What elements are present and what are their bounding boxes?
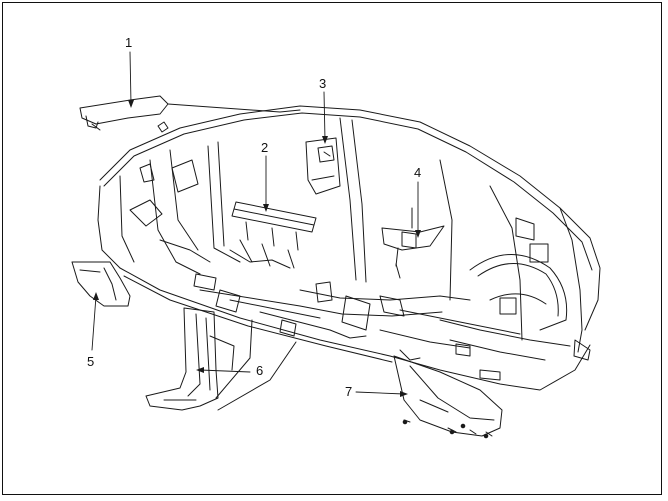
part-1-cowl-trim <box>79 95 301 133</box>
part-4-pillar-lower-trim <box>381 207 445 279</box>
part-7-rear-quarter-trim <box>393 355 503 439</box>
part-5-front-scuff-trim <box>71 261 131 307</box>
callout-2: 2 <box>261 140 269 155</box>
part-2-center-trim <box>231 201 317 269</box>
callout-5: 5 <box>87 354 95 369</box>
leader-arrowheads <box>93 100 421 397</box>
callout-6: 6 <box>256 363 264 378</box>
callout-1: 1 <box>125 35 133 50</box>
leader-lines <box>91 51 419 395</box>
part-6-center-pillar-lower-trim <box>145 307 297 411</box>
callout-4: 4 <box>414 165 422 180</box>
part-3-pillar-upper-trim <box>305 137 341 195</box>
vehicle-body-shell <box>97 105 601 391</box>
callout-3: 3 <box>319 76 327 91</box>
callout-7: 7 <box>345 384 353 399</box>
diagram-frame <box>2 2 662 495</box>
